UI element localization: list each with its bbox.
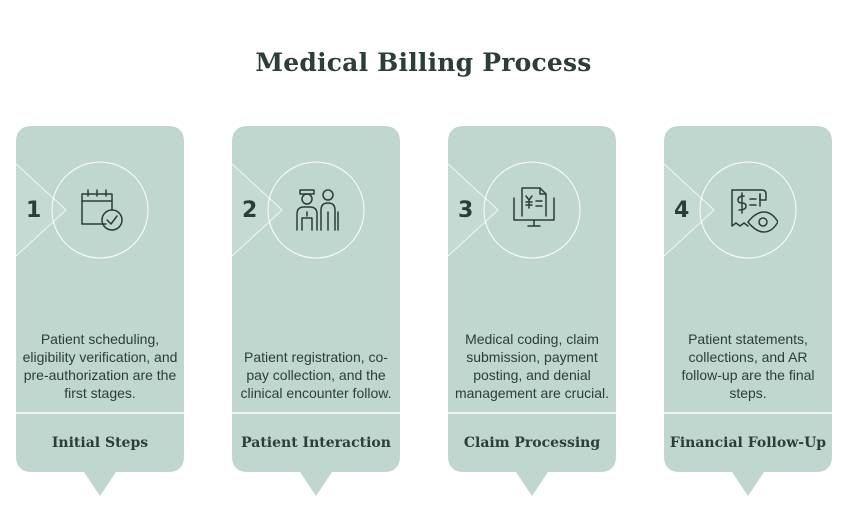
step-card-4: 4 Patient statements, collections, and A… xyxy=(663,126,832,496)
step-description: Patient scheduling, eligibility verifica… xyxy=(22,331,178,401)
card-shape xyxy=(231,126,400,496)
step-number: 4 xyxy=(674,198,690,223)
step-card-3: 3 Medical coding, claim submission, paym… xyxy=(447,126,616,496)
step-label: Initial Steps xyxy=(51,435,149,451)
step-description: Patient statements, collections, and AR … xyxy=(681,331,815,401)
step-number: 3 xyxy=(458,198,474,223)
card-shape xyxy=(15,126,184,496)
step-label: Claim Processing xyxy=(463,435,601,451)
step-number: 1 xyxy=(26,198,42,223)
page-title: Medical Billing Process xyxy=(255,48,592,77)
step-label: Financial Follow-Up xyxy=(669,435,827,451)
doctor-patient-icon xyxy=(296,189,339,231)
calendar-check-icon xyxy=(81,189,123,231)
card-shape xyxy=(447,126,616,496)
step-card-1: 1 Patient scheduling, eligibility verifi… xyxy=(15,126,184,496)
invoice-monitor-icon xyxy=(513,187,555,227)
step-description: Patient registration, co-pay collection,… xyxy=(240,349,392,401)
step-number: 2 xyxy=(242,198,258,223)
step-card-2: 2 Patient registration, co-pay collectio… xyxy=(231,126,400,496)
card-shape xyxy=(663,126,832,496)
step-description: Medical coding, claim submission, paymen… xyxy=(454,331,610,401)
receipt-eye-icon xyxy=(731,189,778,233)
step-label: Patient Interaction xyxy=(241,435,391,451)
